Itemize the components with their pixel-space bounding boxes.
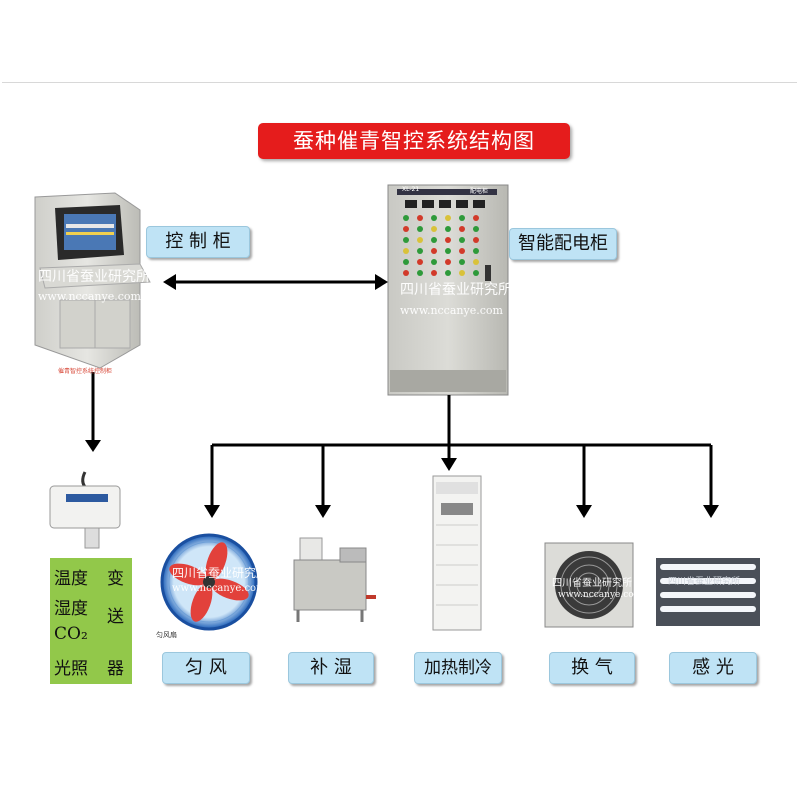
watermark-org-lights: 四川省蚕业研究所 [668, 577, 741, 587]
watermark-url-left: www.nccanye.com [38, 290, 141, 303]
panel-indicator-light [417, 226, 423, 232]
panel-indicator-light [431, 226, 437, 232]
humidifier-illustration [293, 537, 376, 622]
panel-indicator-light [473, 237, 479, 243]
ventilate-label: 换 气 [549, 652, 635, 684]
distribution-cabinet-label: 智能配电柜 [509, 228, 617, 260]
panel-indicator-light [431, 215, 437, 221]
panel-indicator-light [473, 248, 479, 254]
panel-indicator-light [445, 259, 451, 265]
panel-indicator-light [431, 237, 437, 243]
watermark-url-center: www.nccanye.com [400, 304, 503, 317]
distribution-cabinet-illustration [387, 184, 509, 396]
light-sensing-label: 感 光 [669, 652, 757, 684]
sensor-label-box: 温度 变 湿度 送 CO₂ 光照 器 [50, 558, 132, 684]
panel-indicator-light [473, 270, 479, 276]
panel-indicator-light [403, 237, 409, 243]
fan-label: 匀 风 [162, 652, 250, 684]
fan-illustration [160, 533, 258, 631]
watermark-url-fan: www.nccanye.com [172, 583, 266, 594]
panel-indicator-light [445, 237, 451, 243]
control-cabinet-label: 控 制 柜 [146, 226, 250, 258]
panel-indicator-light [417, 270, 423, 276]
panel-tag: XL-21 [402, 186, 420, 193]
panel-indicator-light [459, 248, 465, 254]
panel-indicator-light [403, 270, 409, 276]
panel-indicator-light [445, 226, 451, 232]
panel-indicator-light [459, 237, 465, 243]
watermark-org-center: 四川省蚕业研究所 [400, 282, 512, 298]
cabinet-caption: 催青智控系统控制柜 [58, 368, 113, 375]
ac-unit-illustration [432, 475, 482, 631]
panel-indicator-light [459, 259, 465, 265]
watermark-url-exhaust: www.nccanye.com [558, 590, 643, 600]
panel-indicator-light [459, 270, 465, 276]
diagram-title: 蚕种催青智控系统结构图 [258, 123, 570, 159]
sensor-transmitter-char-3: 器 [107, 659, 124, 679]
panel-indicator-light [431, 259, 437, 265]
panel-indicator-light [417, 248, 423, 254]
diagram-frame [2, 82, 797, 798]
exhaust-fan-illustration [544, 542, 634, 628]
panel-indicator-light [473, 215, 479, 221]
sensor-light: 光照 [54, 659, 88, 679]
panel-indicator-light [473, 259, 479, 265]
panel-name: 配电柜 [470, 188, 489, 195]
humidify-label: 补 湿 [288, 652, 374, 684]
panel-indicator-light [417, 259, 423, 265]
panel-indicator-light [403, 215, 409, 221]
panel-indicator-light [403, 259, 409, 265]
panel-indicator-light [403, 248, 409, 254]
panel-indicator-light [417, 215, 423, 221]
panel-indicator-light [445, 215, 451, 221]
watermark-org-left: 四川省蚕业研究所 [38, 269, 150, 285]
watermark-org-exhaust: 四川省蚕业研究所 [552, 578, 632, 589]
sensor-temperature: 温度 [54, 569, 88, 589]
sensor-device-illustration [49, 471, 121, 549]
lights-illustration [656, 558, 760, 626]
fan-caption: 匀风扇 [156, 631, 177, 639]
panel-indicator-light [445, 248, 451, 254]
panel-indicator-light [459, 226, 465, 232]
panel-indicator-light [473, 226, 479, 232]
control-cabinet-illustration [34, 192, 151, 369]
sensor-transmitter-char-2: 送 [107, 607, 124, 627]
panel-indicator-light [417, 237, 423, 243]
heat-cool-label: 加热制冷 [414, 652, 502, 684]
panel-indicator-light [431, 270, 437, 276]
sensor-co2: CO₂ [54, 624, 88, 644]
panel-indicator-light [459, 215, 465, 221]
sensor-transmitter-char-1: 变 [107, 569, 124, 589]
panel-indicator-light [431, 248, 437, 254]
watermark-org-fan: 四川省蚕业研究所 [172, 566, 269, 580]
panel-indicator-light [445, 270, 451, 276]
sensor-humidity: 湿度 [54, 599, 88, 619]
panel-indicator-light [403, 226, 409, 232]
